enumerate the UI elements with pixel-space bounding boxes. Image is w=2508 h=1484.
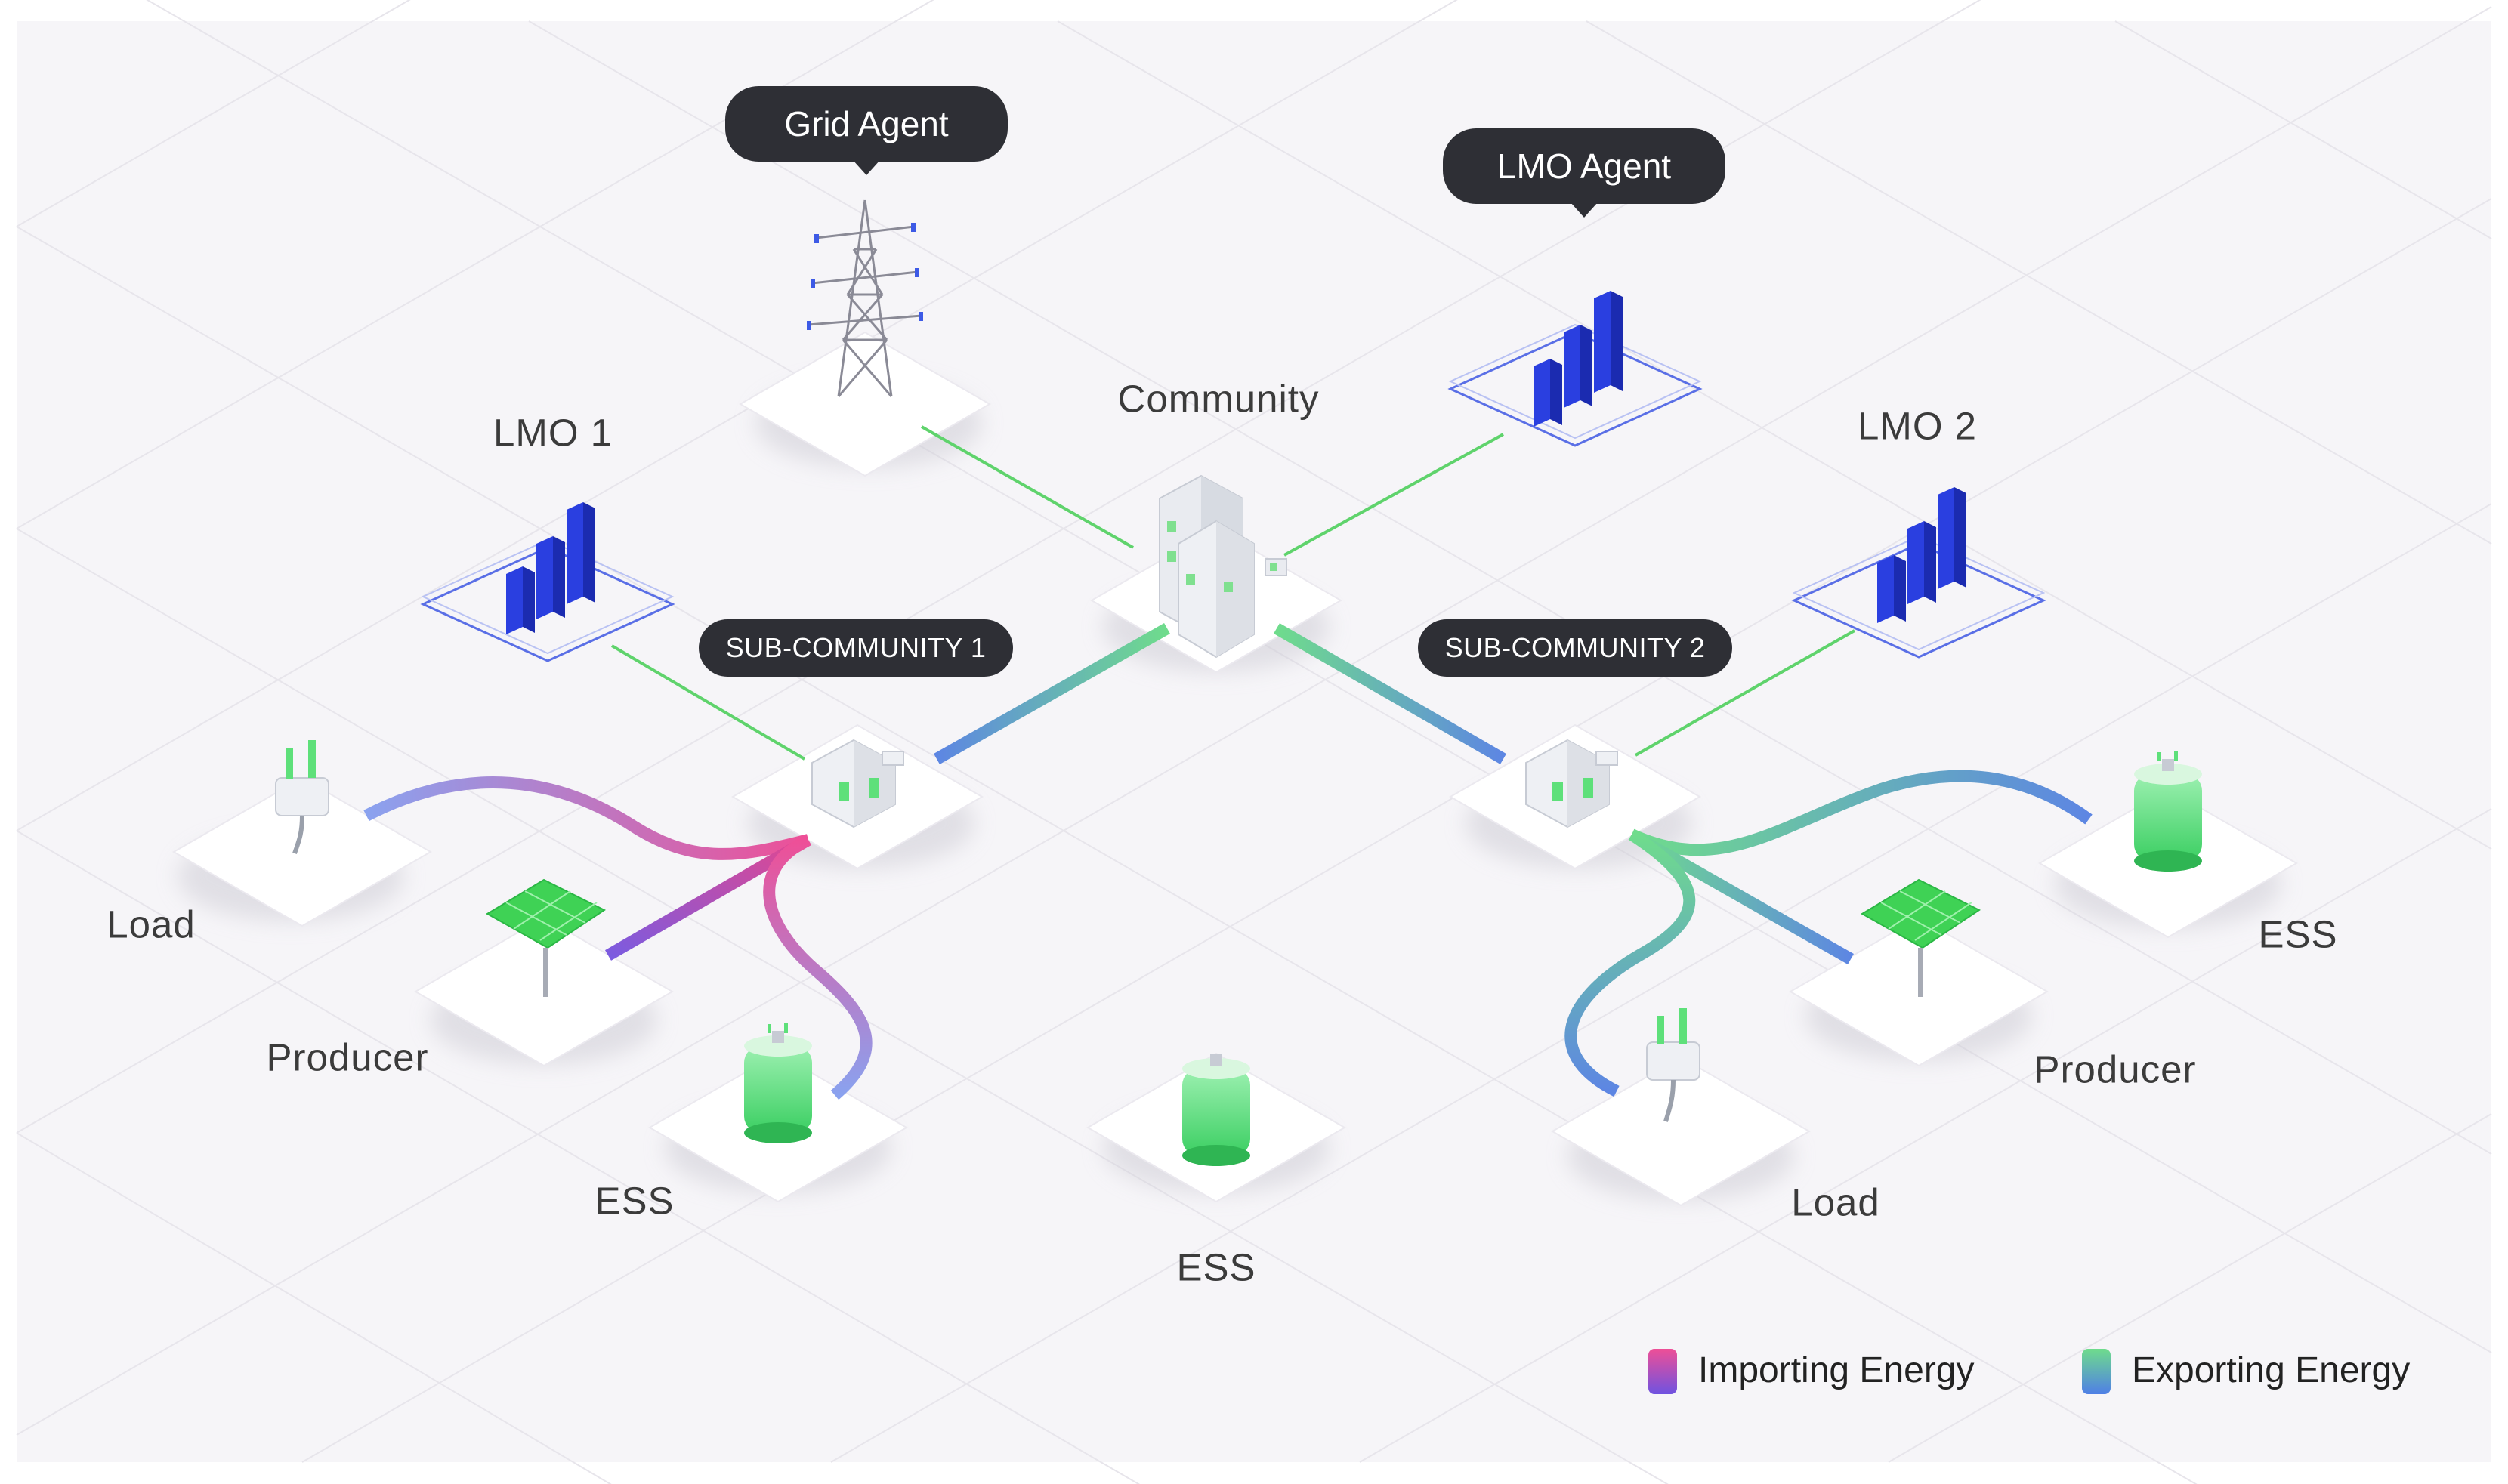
insulator-icons <box>807 223 923 330</box>
lmo-1-label: LMO 1 <box>493 411 613 455</box>
agent-links <box>610 425 1855 761</box>
center-ess-label: ESS <box>1176 1245 1256 1289</box>
right-producer-label: Producer <box>2034 1047 2197 1091</box>
subcommunity-1-label: SUB-COMMUNITY 1 <box>725 632 987 663</box>
left-ess-label: ESS <box>595 1179 675 1223</box>
lmo-agent-bubble: LMO Agent <box>1443 128 1725 218</box>
grid-agent-bubble: Grid Agent <box>725 86 1008 175</box>
exporting-flows-right <box>1564 770 2093 1097</box>
left-ess-battery-icon <box>744 1023 812 1143</box>
left-load-label: Load <box>107 902 196 946</box>
right-ess-label: ESS <box>2258 912 2338 956</box>
legend-importing: Importing Energy <box>1698 1350 1975 1391</box>
legend-exporting: Exporting Energy <box>2132 1350 2410 1391</box>
left-producer-solar-panel-icon <box>486 878 606 997</box>
left-load-plug-icon <box>275 740 329 854</box>
importing-flows-left <box>363 776 873 1100</box>
subcommunity-2-house-icon <box>1525 739 1618 828</box>
lmo-agent-label: LMO Agent <box>1496 147 1672 186</box>
lmo-1-chart-icon <box>420 502 675 662</box>
lmo-2-chart-icon <box>1791 487 2046 659</box>
lmo-2-label: LMO 2 <box>1857 404 1978 448</box>
subcommunity-2-label: SUB-COMMUNITY 2 <box>1444 632 1706 663</box>
right-producer-solar-panel-icon <box>1861 878 1981 997</box>
exporting-swatch <box>2082 1349 2111 1394</box>
grid-agent-label: Grid Agent <box>784 104 949 143</box>
lmo-agent-chart-icon <box>1447 291 1703 447</box>
subcommunity-2-pill: SUB-COMMUNITY 2 <box>1418 619 1732 677</box>
community-building-icon <box>1159 474 1287 659</box>
community-label: Community <box>1117 377 1320 421</box>
community-flows <box>934 623 1506 1046</box>
subcommunity-1-pill: SUB-COMMUNITY 1 <box>699 619 1013 677</box>
right-ess-battery-icon <box>2134 751 2202 872</box>
legend-importing-label: Importing Energy <box>1698 1350 1975 1390</box>
right-load-plug-icon <box>1646 1008 1700 1122</box>
legend-exporting-label: Exporting Energy <box>2132 1350 2411 1390</box>
subcommunity-1-house-icon <box>811 739 904 828</box>
right-load-label: Load <box>1791 1180 1880 1224</box>
left-producer-label: Producer <box>266 1035 429 1079</box>
transmission-tower-icon <box>808 199 922 397</box>
importing-swatch <box>1648 1349 1677 1394</box>
center-ess-battery-icon <box>1182 1054 1250 1166</box>
